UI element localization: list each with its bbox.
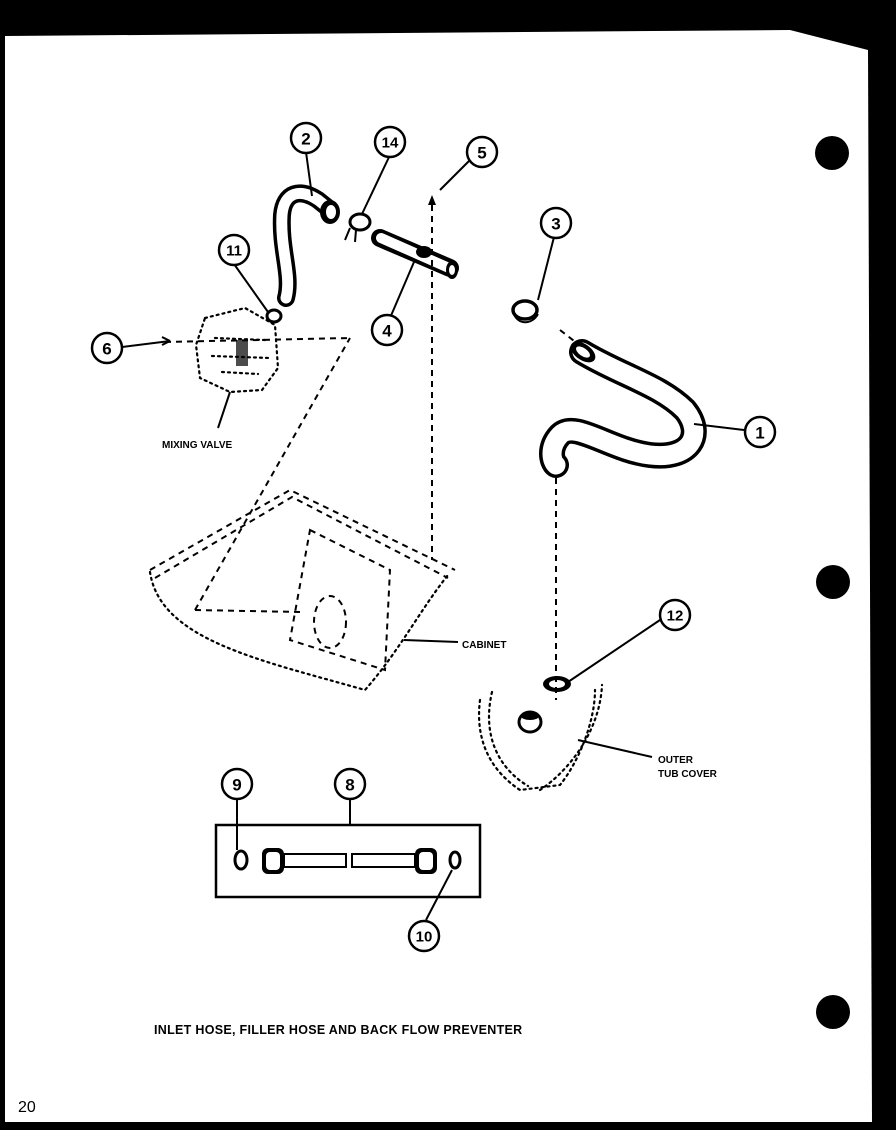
binder-hole-top [815,136,849,170]
svg-text:5: 5 [477,144,486,163]
part-10-screen [448,850,462,870]
callout-4: 4 [370,313,404,347]
svg-text:14: 14 [382,135,399,152]
svg-text:6: 6 [102,340,111,359]
label-outer-tub-cover-line1: OUTER [658,755,694,766]
callout-8: 8 [333,767,367,801]
callout-1: 1 [743,415,777,449]
binder-hole-middle [816,565,850,599]
diagram-caption: INLET HOSE, FILLER HOSE AND BACK FLOW PR… [154,1023,523,1037]
binder-hole-bottom [816,995,850,1029]
label-mixing-valve: MIXING VALVE [162,440,233,451]
part-12-clamp [543,676,571,692]
part-9-washer [233,849,249,871]
svg-text:1: 1 [755,424,764,443]
outer-tub-cover-drawing [478,683,604,792]
svg-text:10: 10 [416,929,433,946]
part-11-clamp [265,308,283,324]
part-14-clamp [344,212,372,243]
svg-text:8: 8 [345,776,354,795]
leader-lines [121,151,745,921]
mixing-valve-drawing [194,306,280,394]
cabinet-drawing [148,337,456,692]
inlet-hose-kit [214,823,482,899]
svg-text:12: 12 [667,608,684,625]
svg-text:9: 9 [232,776,241,795]
assembly-guide-lines [164,195,579,700]
svg-text:2: 2 [301,130,310,149]
part-3-clamp [511,299,539,324]
callout-14: 14 [373,125,407,159]
part-1-fill-hose [539,339,707,478]
callout-11: 11 [217,233,251,267]
page-number: 20 [18,1099,36,1116]
inlet-hose-box [214,823,482,899]
callout-2: 2 [289,121,323,155]
callout-5: 5 [465,135,499,169]
callout-6: 6 [90,331,124,365]
callout-12: 12 [658,598,692,632]
svg-text:4: 4 [382,322,392,341]
part-2-filler-hose [272,184,340,307]
svg-text:3: 3 [551,215,560,234]
callout-10: 10 [407,919,441,953]
label-outer-tub-cover-line2: TUB COVER [658,769,718,780]
paper-sheet [5,30,872,1122]
part-4-back-flow-preventer [371,229,459,279]
label-cabinet: CABINET [462,640,506,651]
svg-text:11: 11 [226,243,242,260]
callout-3: 3 [539,206,573,240]
callout-9: 9 [220,767,254,801]
